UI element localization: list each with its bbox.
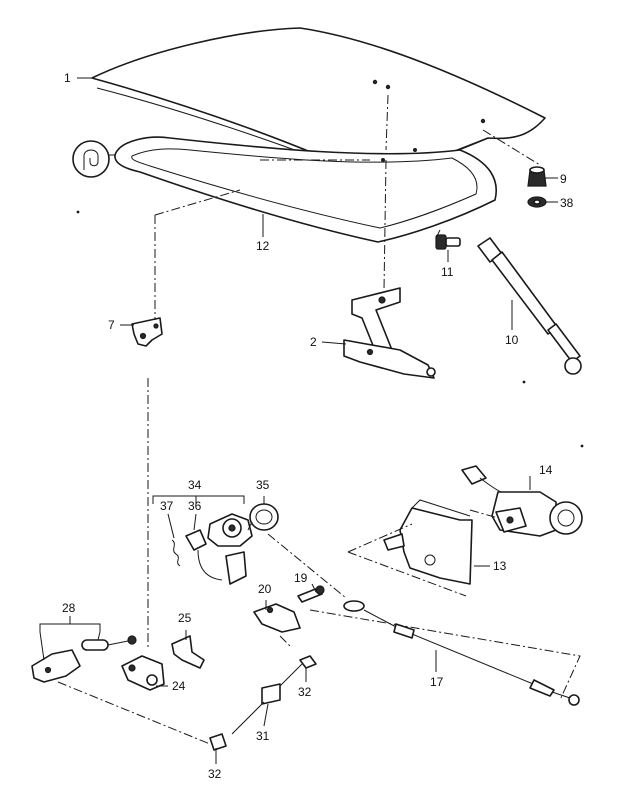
- callout-34: 34: [188, 478, 202, 492]
- callout-13: 13: [493, 559, 507, 573]
- callout-7: 7: [108, 318, 115, 332]
- callout-36: 36: [188, 499, 202, 513]
- release-lever: [31, 649, 81, 683]
- callout-35: 35: [256, 478, 270, 492]
- callout-20: 20: [258, 582, 272, 596]
- motor-bracket: [383, 499, 473, 585]
- spring: [171, 539, 181, 567]
- lever-bracket: [253, 603, 301, 633]
- lock-cable: [209, 655, 317, 751]
- cable-clamp: [171, 635, 205, 669]
- lock-ring: [249, 503, 279, 531]
- micro-switch: [185, 529, 247, 585]
- callout-12: 12: [256, 239, 270, 253]
- screw: [297, 585, 325, 603]
- callout-32-top: 32: [298, 685, 312, 699]
- callout-38: 38: [560, 196, 574, 210]
- callout-37: 37: [160, 499, 174, 513]
- assembly-lines: [57, 94, 581, 745]
- lid-hinge: [343, 287, 436, 379]
- callout-17: 17: [430, 675, 444, 689]
- callout-10: 10: [505, 333, 519, 347]
- wiper-motor: [461, 465, 583, 537]
- callout-19: 19: [294, 571, 308, 585]
- callout-1: 1: [64, 71, 71, 85]
- callout-32-bottom: 32: [208, 767, 222, 781]
- lid-seal-frame: [114, 136, 497, 243]
- gas-strut: [477, 237, 582, 375]
- lock-cylinder: [207, 513, 253, 547]
- nut: [527, 196, 547, 208]
- leader-lines: [39, 77, 558, 764]
- callout-14: 14: [539, 463, 553, 477]
- callout-28: 28: [62, 601, 76, 615]
- lock-striker: [131, 317, 163, 347]
- note-symbol: [72, 140, 110, 178]
- lid-lock: [121, 655, 165, 691]
- release-cable: [343, 600, 580, 706]
- hinge-bolt: [435, 234, 461, 250]
- callout-31: 31: [256, 729, 270, 743]
- callout-2: 2: [310, 335, 317, 349]
- lever-pin: [81, 635, 137, 651]
- callout-24: 24: [172, 679, 186, 693]
- callout-25: 25: [178, 611, 192, 625]
- rubber-buffer: [527, 166, 547, 187]
- callouts: 1 2 7 9 10 11 12 13 14 17 19 20 24 25 28…: [62, 71, 574, 781]
- callout-9: 9: [560, 172, 567, 186]
- callout-11: 11: [441, 265, 454, 279]
